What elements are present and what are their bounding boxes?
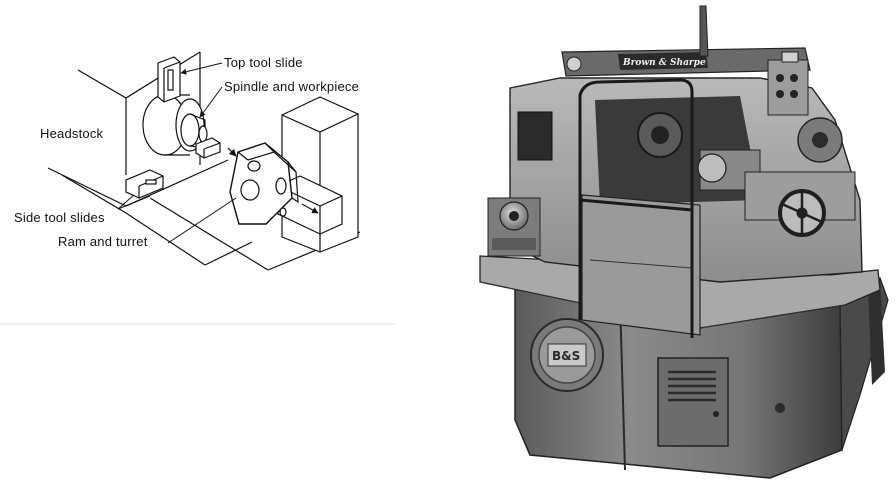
top-tool-slide (157, 56, 181, 103)
nameplate-text: Brown & Sharpe (622, 58, 706, 68)
label-headstock: Headstock (40, 126, 104, 141)
guard-door (581, 194, 701, 336)
label-spindle-workpiece: Spindle and workpiece (224, 79, 359, 94)
machine-diagram (47, 51, 361, 271)
label-ram-turret: Ram and turret (58, 234, 148, 249)
bolt (775, 403, 785, 413)
handwheel (778, 189, 826, 237)
label-side-tool-slides: Side tool slides (14, 210, 105, 225)
access-panel (657, 357, 729, 447)
machine-photo: B&S (479, 5, 889, 479)
logo-text: B&S (552, 349, 580, 363)
left-drive (487, 197, 541, 257)
label-top-tool-slide: Top tool slide (224, 55, 303, 70)
control-block (767, 51, 809, 116)
nameplate: Brown & Sharpe (561, 47, 811, 77)
hex-turret (227, 142, 299, 225)
diagram-labels: Top tool slide Spindle and workpiece Hea… (14, 55, 359, 249)
side-tool-slides (125, 137, 221, 199)
mast-rod (699, 5, 709, 57)
safety-guard (578, 78, 694, 338)
left-window (517, 111, 553, 161)
ram (277, 175, 343, 235)
leader-lines (117, 62, 237, 244)
bs-logo-badge: B&S (530, 318, 604, 392)
